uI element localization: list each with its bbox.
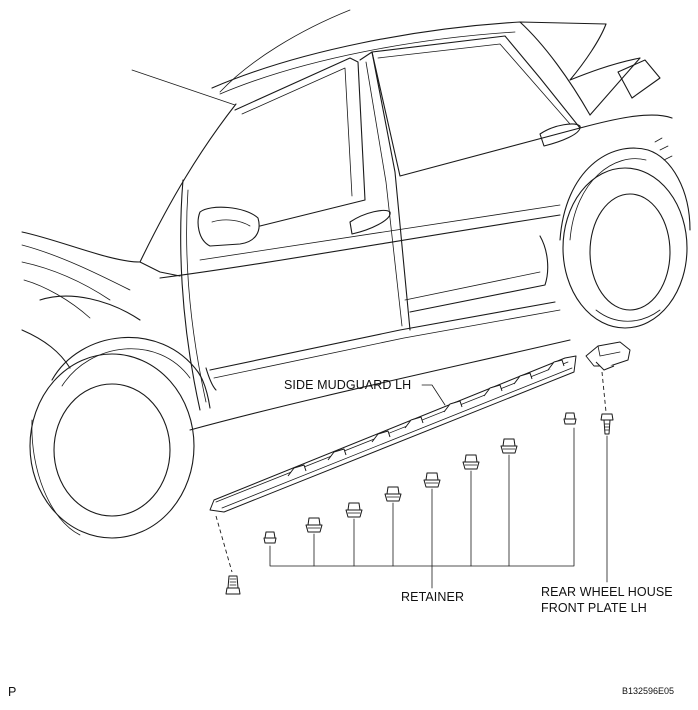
front-wheel bbox=[29, 353, 195, 539]
figure-code: B132596E05 bbox=[622, 686, 674, 696]
retainer-4 bbox=[384, 486, 402, 502]
side-mudguard-label: SIDE MUDGUARD LH bbox=[284, 378, 411, 392]
screw-rear bbox=[600, 371, 614, 435]
retainer-8 bbox=[563, 412, 577, 425]
rear-wheel-house-front-plate-part bbox=[585, 341, 631, 371]
retainer-2 bbox=[305, 517, 323, 533]
side-mudguard-part bbox=[209, 355, 577, 513]
retainer-7 bbox=[500, 438, 518, 454]
car-body bbox=[21, 9, 673, 431]
rear-wheel-house-label-line1: REAR WHEEL HOUSE bbox=[541, 585, 673, 599]
page-marker: P bbox=[8, 685, 16, 699]
retainer-1 bbox=[263, 531, 277, 544]
leader-lines bbox=[269, 384, 608, 589]
retainer-3 bbox=[345, 502, 363, 518]
retainer-5 bbox=[423, 472, 441, 488]
retainer-group bbox=[263, 412, 577, 544]
rear-wheel-house-label-line2: FRONT PLATE LH bbox=[541, 601, 647, 615]
rear-wheel bbox=[559, 137, 691, 329]
screw-front bbox=[215, 515, 241, 595]
retainer-label: RETAINER bbox=[401, 590, 464, 604]
retainer-6 bbox=[462, 454, 480, 470]
